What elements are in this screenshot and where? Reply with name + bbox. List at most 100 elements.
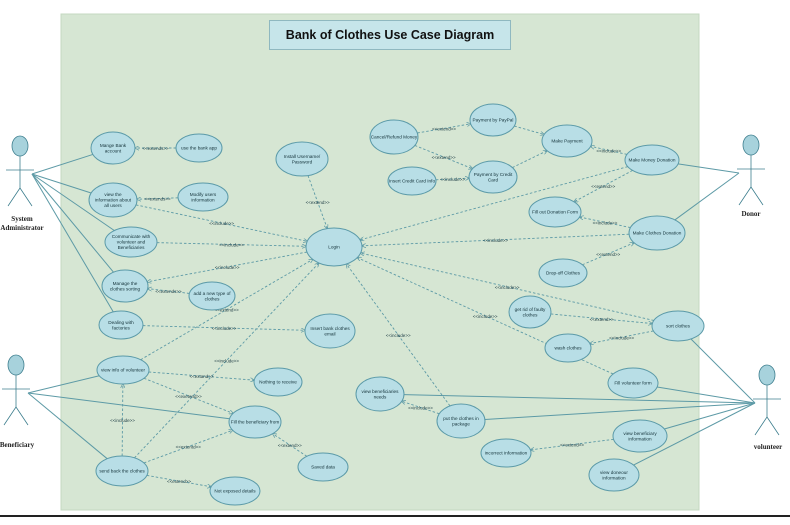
use-case-nothing-receive[interactable]: Nothing to receive xyxy=(253,367,303,397)
actor-label: System xyxy=(11,215,33,223)
use-case-ellipse[interactable] xyxy=(508,295,552,329)
use-case-dropoff[interactable]: Drop-off Clothes xyxy=(538,258,588,288)
actor-leg-left xyxy=(738,186,752,206)
use-case-ellipse[interactable] xyxy=(541,124,593,158)
use-case-use-app[interactable]: use the bank app xyxy=(175,133,223,163)
stereotype-label: <<include>> xyxy=(110,418,135,423)
use-case-ellipse[interactable] xyxy=(612,419,668,453)
actor-volunteer[interactable]: volunteer xyxy=(753,364,782,451)
use-case-fill-vol-form[interactable]: Fill volunteer form xyxy=(607,367,659,399)
stereotype-label: <<extend>> xyxy=(215,308,239,313)
use-case-ellipse[interactable] xyxy=(544,333,592,363)
use-case-install-password[interactable]: Install Username/Password xyxy=(275,141,329,177)
use-case-label: Mange Bank xyxy=(100,143,127,148)
use-case-ellipse[interactable] xyxy=(387,166,437,196)
use-case-make-payment[interactable]: Make Payment xyxy=(541,124,593,158)
use-case-not-exposed[interactable]: Not exposed details xyxy=(209,476,261,506)
use-case-login[interactable]: Login xyxy=(305,227,363,267)
use-case-ellipse[interactable] xyxy=(355,376,405,412)
use-case-ellipse[interactable] xyxy=(188,281,236,311)
use-case-cancel-refund[interactable]: Cancel/Refund Money xyxy=(369,119,419,155)
use-case-ellipse[interactable] xyxy=(468,160,518,194)
use-case-ellipse[interactable] xyxy=(209,476,261,506)
use-case-wash-clothes[interactable]: wash clothes xyxy=(544,333,592,363)
use-case-ellipse[interactable] xyxy=(228,405,282,439)
stereotype-label: <<extend>> xyxy=(432,126,456,131)
actor-head-icon xyxy=(758,364,776,386)
use-case-clothes-donation[interactable]: Make Clothes Donation xyxy=(628,215,686,251)
use-case-label: add a new type of xyxy=(193,291,231,296)
use-case-saved-data[interactable]: Saved data xyxy=(297,452,349,482)
association-line xyxy=(27,392,108,460)
dependency-line xyxy=(361,253,654,321)
use-case-ellipse[interactable] xyxy=(90,131,136,165)
actor-label: volunteer xyxy=(754,443,782,451)
use-case-ellipse[interactable] xyxy=(628,215,686,251)
actor-beneficiary[interactable]: Beneficiary xyxy=(0,354,35,449)
use-case-ellipse[interactable] xyxy=(98,310,144,340)
use-case-send-back[interactable]: send back the clothes xyxy=(95,455,149,487)
stereotype-label: <<Include>> xyxy=(609,335,634,340)
use-case-label: Make Money Donation xyxy=(629,158,676,163)
use-case-ellipse[interactable] xyxy=(104,226,158,258)
use-case-label: Insert bank clothes xyxy=(310,326,350,331)
use-case-ellipse[interactable] xyxy=(297,452,349,482)
use-case-donation-form[interactable]: Fill out Donation Form xyxy=(528,196,582,228)
use-case-label: Cancel/Refund Money xyxy=(371,135,418,140)
use-case-ellipse[interactable] xyxy=(275,141,329,177)
use-case-ellipse[interactable] xyxy=(528,196,582,228)
use-case-ellipse[interactable] xyxy=(624,144,680,176)
actor-leg-right xyxy=(750,186,764,206)
dependency-line xyxy=(137,198,179,199)
use-case-label: get rid of faulty xyxy=(515,307,546,312)
dependency-line xyxy=(514,125,544,134)
use-case-ellipse[interactable] xyxy=(177,182,229,212)
association-line xyxy=(31,153,94,175)
use-case-ellipse[interactable] xyxy=(480,438,532,468)
use-case-ellipse[interactable] xyxy=(95,455,149,487)
use-case-ellipse[interactable] xyxy=(538,258,588,288)
use-case-sort-clothes[interactable]: sort clothes xyxy=(651,310,705,342)
use-case-ellipse[interactable] xyxy=(607,367,659,399)
use-case-view-vol-info[interactable]: view info of volunteer xyxy=(96,355,150,385)
use-case-ellipse[interactable] xyxy=(88,182,138,218)
use-case-ellipse[interactable] xyxy=(175,133,223,163)
use-case-ellipse[interactable] xyxy=(253,367,303,397)
use-case-insert-card[interactable]: Insert Credit Card Info xyxy=(387,166,437,196)
use-case-ellipse[interactable] xyxy=(469,103,517,137)
use-case-money-donation[interactable]: Make Money Donation xyxy=(624,144,680,176)
use-case-ellipse[interactable] xyxy=(369,119,419,155)
use-case-label: put the clothes in xyxy=(443,416,479,421)
use-case-label: Make Payment xyxy=(551,139,583,144)
use-case-incorrect-info[interactable]: incorrect information xyxy=(480,438,532,468)
use-case-fill-benef-form[interactable]: Fill the beneficiary from xyxy=(228,405,282,439)
use-case-ellipse[interactable] xyxy=(96,355,150,385)
use-case-ellipse[interactable] xyxy=(305,227,363,267)
use-case-ellipse[interactable] xyxy=(304,313,356,349)
actor-donor[interactable]: Donor xyxy=(737,134,765,218)
use-case-paypal[interactable]: Payment by PayPal xyxy=(469,103,517,137)
use-case-ellipse[interactable] xyxy=(588,458,640,492)
use-case-ellipse[interactable] xyxy=(651,310,705,342)
use-case-label: sort clothes xyxy=(666,324,691,329)
use-case-ellipse[interactable] xyxy=(101,269,149,303)
dependency-line xyxy=(360,166,628,240)
actor-head-icon xyxy=(7,354,25,376)
use-case-ellipse[interactable] xyxy=(436,403,486,439)
